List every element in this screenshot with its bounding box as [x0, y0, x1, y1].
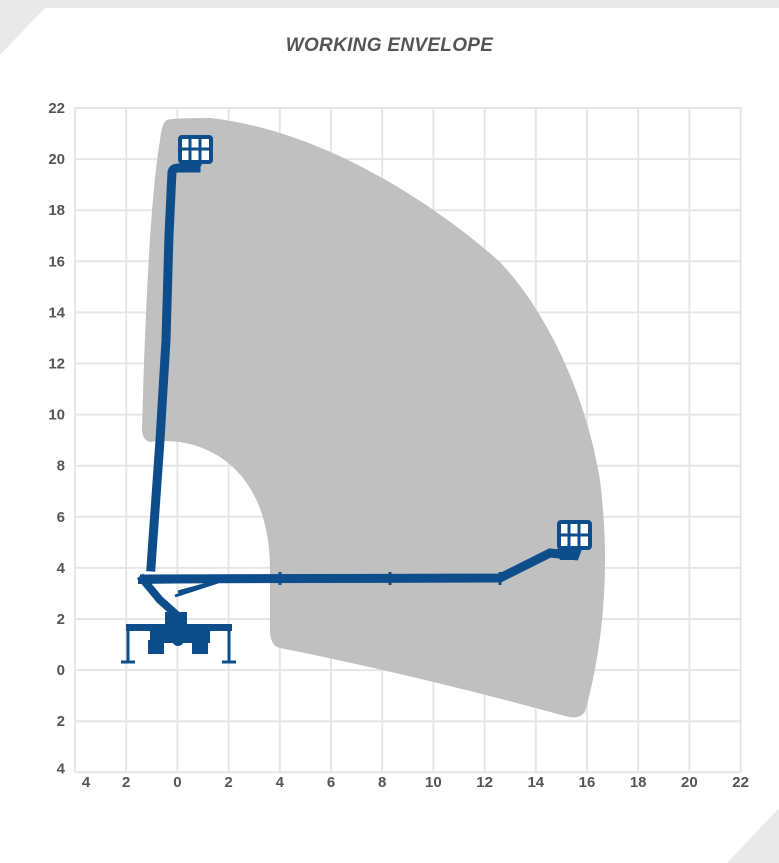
chart-title: WORKING ENVELOPE: [285, 35, 494, 56]
truck-chassis-icon: [121, 624, 236, 664]
x-tick-label: 4: [82, 774, 91, 791]
x-tick-label: 4: [276, 774, 285, 791]
x-tick-label: 6: [327, 774, 335, 791]
horizontal-boom-segment-marks: [278, 572, 502, 585]
turret-arms: [136, 573, 223, 626]
y-tick-label: 6: [57, 509, 65, 526]
y-tick-label: 10: [48, 407, 65, 424]
y-tick-label: 4: [57, 560, 66, 577]
y-tick-label: 14: [48, 304, 65, 321]
y-tick-label: 16: [48, 253, 65, 270]
vertical-boom-segment-marks: [160, 233, 171, 442]
x-tick-label: 20: [681, 774, 698, 791]
platform-basket-icon: [556, 520, 592, 560]
x-tick-label: 16: [579, 774, 596, 791]
y-tick-label: 22: [48, 100, 65, 117]
x-tick-label: 14: [527, 774, 544, 791]
y-tick-label: 2: [57, 713, 65, 730]
y-tick-label: 0: [57, 662, 65, 679]
x-tick-label: 2: [122, 774, 130, 791]
x-tick-label: 22: [732, 774, 749, 791]
y-tick-label: 18: [48, 202, 65, 219]
y-tick-label: 2: [57, 611, 65, 628]
y-tick-label: 4: [57, 760, 66, 777]
x-tick-label: 8: [378, 774, 386, 791]
x-tick-label: 12: [476, 774, 493, 791]
x-tick-label: 10: [425, 774, 442, 791]
y-tick-label: 20: [48, 151, 65, 168]
x-tick-label: 2: [224, 774, 232, 791]
y-tick-label: 12: [48, 356, 65, 373]
working-envelope-area: [142, 118, 605, 718]
x-tick-label: 18: [630, 774, 647, 791]
y-tick-label: 8: [57, 458, 65, 475]
horizontal-boom-lower: [137, 578, 281, 584]
x-tick-label: 0: [173, 774, 181, 791]
aerial-platform-machine: [121, 135, 592, 664]
vertical-boom: [146, 163, 201, 572]
platform-basket-icon: [178, 135, 213, 171]
